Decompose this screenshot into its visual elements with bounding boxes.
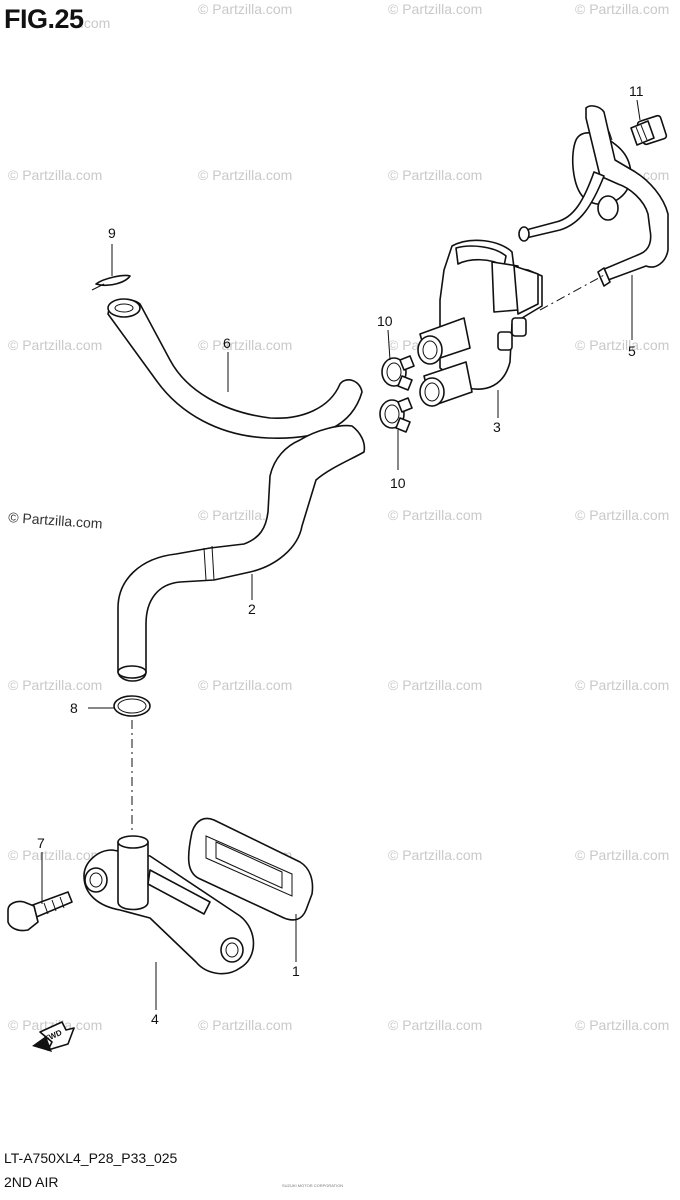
watermark-dark: © Partzilla.com <box>8 509 103 532</box>
part-9-clip <box>91 274 131 291</box>
watermark: © Partzilla.com <box>575 1017 669 1033</box>
callout-10-lower: 10 <box>390 475 406 491</box>
figure-title: FIG.25 <box>4 4 84 34</box>
callout-11: 11 <box>629 83 644 99</box>
part-10-clamp-lower <box>379 397 413 433</box>
part-4-pipe-flange <box>83 835 255 975</box>
watermark: © Partzilla.com <box>388 167 482 183</box>
part-10-clamp-upper <box>381 355 415 391</box>
part-11-bolt <box>630 114 668 146</box>
watermark: © Partzilla.com <box>198 167 292 183</box>
watermark: © Partzilla.com <box>575 847 669 863</box>
watermark: © Partzilla.com <box>575 1 669 17</box>
leader-lines <box>41 99 641 1010</box>
watermark: © Partzilla.com <box>198 337 292 353</box>
part-7-bolt <box>7 891 73 932</box>
watermark: © Partzilla.com <box>198 677 292 693</box>
watermark: © Partzilla.com <box>388 1 482 17</box>
callout-10-upper: 10 <box>377 313 393 329</box>
part-2-hose <box>117 424 366 682</box>
watermark: © Partzilla.com <box>198 1017 292 1033</box>
callout-2: 2 <box>248 601 256 617</box>
part-5-pipe <box>518 105 669 287</box>
watermark: © Partzilla.com <box>388 507 482 523</box>
watermark: © Partzilla.com <box>388 677 482 693</box>
callout-labels: 11 5 3 10 10 9 6 2 8 7 1 4 <box>37 83 644 1027</box>
watermark: © Partzilla.com <box>575 337 669 353</box>
watermark: © Partzilla.com <box>575 677 669 693</box>
watermark-partial: .com <box>80 15 110 31</box>
callout-4: 4 <box>151 1011 159 1027</box>
watermark: © Partzilla.com <box>8 847 102 863</box>
fwd-arrow: FWD <box>32 1021 75 1052</box>
callout-7: 7 <box>37 835 45 851</box>
part-1-gasket <box>187 817 314 921</box>
figure-code: LT-A750XL4_P28_P33_025 <box>4 1150 178 1166</box>
figure-subtitle: 2ND AIR <box>4 1174 59 1190</box>
part-6-hose <box>107 298 363 439</box>
callout-1: 1 <box>292 963 300 979</box>
watermark: © Partzilla.com <box>8 337 102 353</box>
fine-print: SUZUKI MOTOR CORPORATION <box>282 1183 344 1188</box>
watermark: © Partzilla.com <box>388 847 482 863</box>
watermark: © Partzilla.com <box>8 677 102 693</box>
part-8-o-ring <box>113 695 151 832</box>
part-3-air-valve <box>417 239 607 407</box>
watermark: © Partzilla.com <box>575 507 669 523</box>
callout-8: 8 <box>70 700 78 716</box>
callout-6: 6 <box>223 335 231 351</box>
watermark: © Partzilla.com <box>198 1 292 17</box>
callout-5: 5 <box>628 343 636 359</box>
callout-9: 9 <box>108 225 116 241</box>
watermark: © Partzilla.com <box>8 167 102 183</box>
watermark: © Partzilla.com <box>388 1017 482 1033</box>
callout-3: 3 <box>493 419 501 435</box>
